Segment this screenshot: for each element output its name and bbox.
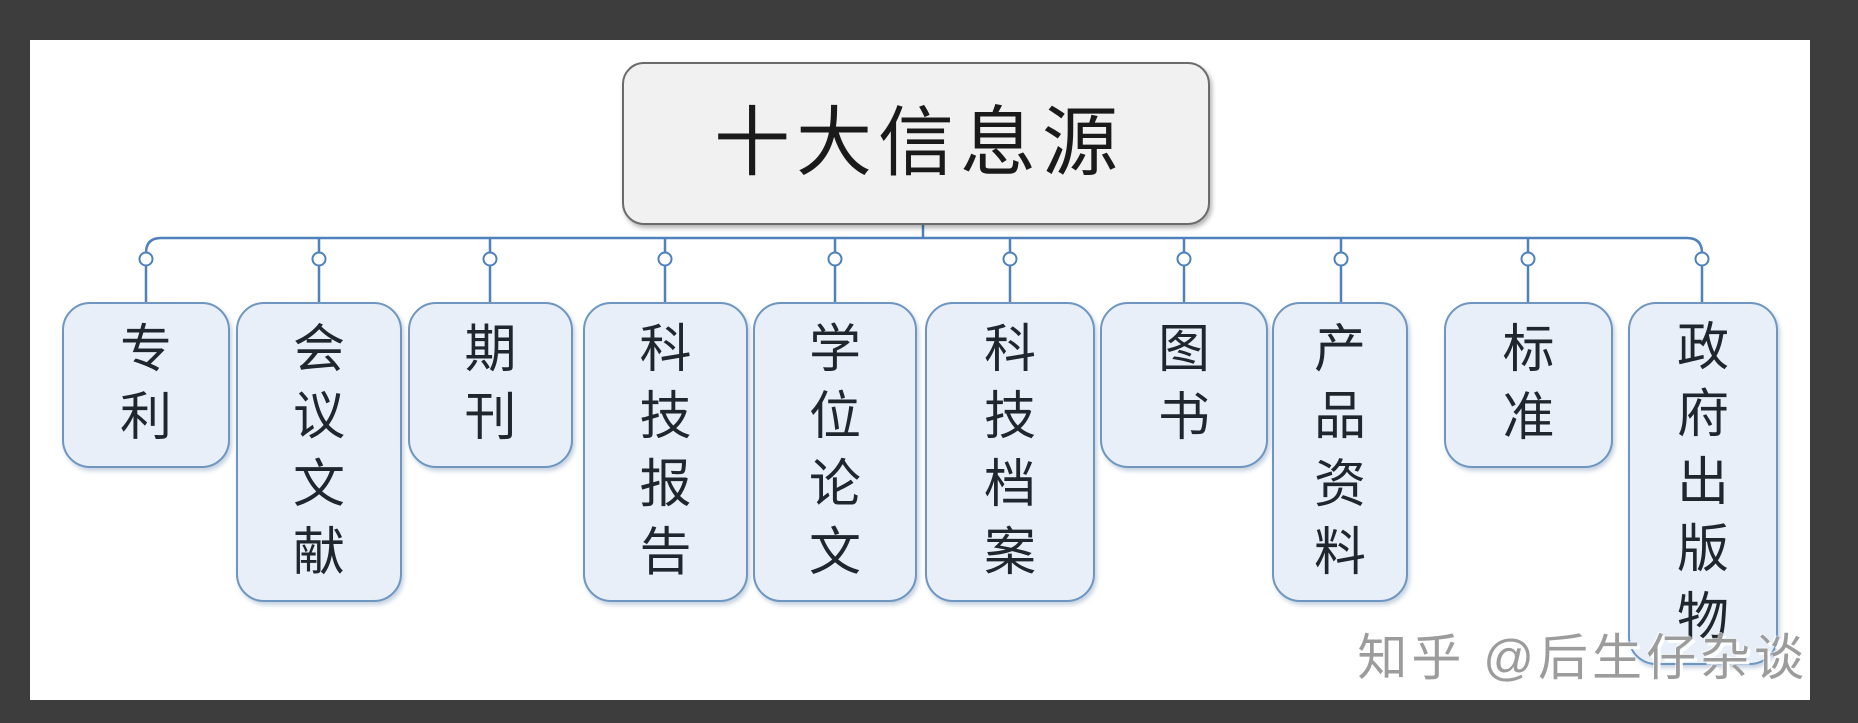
node-label: 政府出版物 <box>1676 318 1729 647</box>
node-journal[interactable]: 期刊 <box>408 302 573 468</box>
branch-drop-lines <box>317 238 1530 253</box>
node-label: 会议文献 <box>292 320 345 582</box>
branch-dot <box>311 251 327 267</box>
branch-dot <box>657 251 673 267</box>
node-book[interactable]: 图书 <box>1100 302 1268 468</box>
node-label: 期刊 <box>464 321 517 447</box>
node-standard[interactable]: 标准 <box>1444 302 1613 468</box>
node-patent[interactable]: 专利 <box>62 302 230 468</box>
branch-dot <box>1176 251 1192 267</box>
node-label: 科技档案 <box>983 320 1036 582</box>
branch-dots <box>138 251 1710 267</box>
horizontal-rail <box>144 236 1704 254</box>
node-dissertation[interactable]: 学位论文 <box>753 302 917 602</box>
node-scitech-report[interactable]: 科技报告 <box>583 302 748 602</box>
branch-dot <box>827 251 843 267</box>
root-node-label: 十大信息源 <box>714 100 1124 186</box>
node-scitech-archive[interactable]: 科技档案 <box>925 302 1095 602</box>
node-conference-literature[interactable]: 会议文献 <box>236 302 402 602</box>
branch-dot <box>1002 251 1018 267</box>
branch-dot <box>1694 251 1710 267</box>
diagram-canvas: 十大信息源 专利 会议文献 期刊 科技报告 学位论文 科技档案 图书 产品资料 … <box>30 40 1810 700</box>
node-product-material[interactable]: 产品资料 <box>1272 302 1408 602</box>
node-label: 科技报告 <box>639 320 692 582</box>
branch-dot <box>482 251 498 267</box>
node-label: 专利 <box>119 321 172 447</box>
branch-dot <box>1333 251 1349 267</box>
branch-dot <box>1520 251 1536 267</box>
zhihu-watermark: 知乎 @后生仔杂谈 <box>1357 630 1808 686</box>
connector-group <box>138 224 1710 303</box>
branch-stem-lines <box>144 266 1704 303</box>
node-government-publication[interactable]: 政府出版物 <box>1628 302 1778 665</box>
node-label: 学位论文 <box>808 320 861 582</box>
node-label: 图书 <box>1157 321 1210 447</box>
branch-dot <box>138 251 154 267</box>
node-label: 产品资料 <box>1313 320 1366 582</box>
node-label: 标准 <box>1502 321 1555 447</box>
root-node-ten-information-sources[interactable]: 十大信息源 <box>622 62 1210 225</box>
